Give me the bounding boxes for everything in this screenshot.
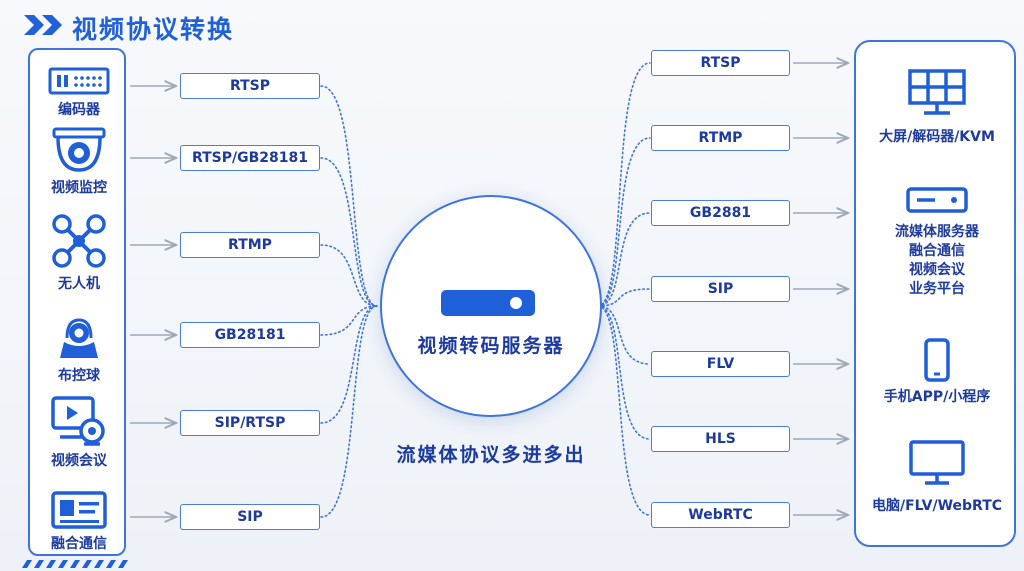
output-wire xyxy=(597,305,651,440)
source-label: 视频监控 xyxy=(51,180,107,196)
ptz-ball-camera-icon xyxy=(60,318,98,358)
input-wire xyxy=(320,85,378,307)
footer-stripes xyxy=(22,560,128,568)
output-wire xyxy=(597,137,651,307)
source-video-conference: 视频会议 xyxy=(30,395,128,470)
input-wire xyxy=(320,157,378,307)
output-wire xyxy=(597,212,651,307)
monitor-icon xyxy=(909,440,965,485)
server-indicator-icon xyxy=(510,297,522,309)
input-wire xyxy=(320,305,378,518)
video-conference-icon xyxy=(51,396,105,446)
source-label: 布控球 xyxy=(58,368,100,384)
target-devices-panel: 大屏/解码器/KVM 流媒体服务器 融合通信 视频会议 业务平台 手机APP/小… xyxy=(854,40,1016,547)
sink-video-wall: 大屏/解码器/KVM xyxy=(856,68,1018,147)
video-wall-icon xyxy=(908,69,966,115)
dome-camera-icon xyxy=(52,127,106,172)
sink-label: 流媒体服务器 xyxy=(895,224,979,240)
input-protocol-rtsp-gb28181: RTSP/GB28181 xyxy=(180,145,320,171)
output-protocol-sip: SIP xyxy=(651,276,790,302)
page-title: 视频协议转换 xyxy=(72,15,235,44)
hub-label: 视频转码服务器 xyxy=(417,335,565,357)
source-devices-panel: 编码器 视频监控 无人机 布控球 xyxy=(28,48,126,556)
sink-mobile-app: 手机APP/小程序 xyxy=(856,338,1018,407)
input-protocol-sip: SIP xyxy=(180,504,320,530)
input-wire xyxy=(320,305,378,336)
id-card-icon xyxy=(51,491,107,529)
output-wire xyxy=(597,288,651,307)
sink-label: 业务平台 xyxy=(909,281,965,297)
mobile-phone-icon xyxy=(924,338,950,382)
source-encoder: 编码器 xyxy=(30,66,128,119)
server-box-icon xyxy=(906,187,968,213)
encoder-icon xyxy=(48,67,110,95)
output-protocol-webrtc: WebRTC xyxy=(651,502,790,528)
output-protocol-flv: FLV xyxy=(651,351,790,377)
output-wire xyxy=(597,62,651,307)
output-protocol-hls: HLS xyxy=(651,426,790,452)
source-label: 融合通信 xyxy=(51,536,107,552)
input-wire xyxy=(320,305,378,424)
output-wire xyxy=(597,305,651,516)
output-wire xyxy=(597,305,651,365)
sink-label: 视频会议 xyxy=(909,262,965,278)
source-label: 编码器 xyxy=(58,102,100,118)
drone-icon xyxy=(52,214,106,268)
sink-streaming-platforms: 流媒体服务器 融合通信 视频会议 业务平台 xyxy=(856,186,1018,299)
output-protocol-gb2881: GB2881 xyxy=(651,200,790,226)
source-label: 视频会议 xyxy=(51,453,107,469)
source-drone: 无人机 xyxy=(30,212,128,293)
diagram-caption: 流媒体协议多进多出 xyxy=(396,444,586,466)
input-wire xyxy=(320,244,378,307)
sink-computer: 电脑/FLV/WebRTC xyxy=(856,439,1018,516)
source-ptz-ball: 布控球 xyxy=(30,312,128,385)
sink-label: 大屏/解码器/KVM xyxy=(879,129,995,145)
source-video-surveillance: 视频监控 xyxy=(30,126,128,197)
source-label: 无人机 xyxy=(58,276,100,292)
input-protocol-rtmp: RTMP xyxy=(180,232,320,258)
sink-label: 手机APP/小程序 xyxy=(883,389,991,405)
double-chevron-icon xyxy=(24,15,62,35)
sink-label: 电脑/FLV/WebRTC xyxy=(871,498,1003,514)
output-protocol-rtsp: RTSP xyxy=(651,50,790,76)
source-converged-communication: 融合通信 xyxy=(30,490,128,553)
input-protocol-rtsp: RTSP xyxy=(180,73,320,99)
input-protocol-sip-rtsp: SIP/RTSP xyxy=(180,410,320,436)
sink-label: 融合通信 xyxy=(909,243,965,259)
input-protocol-gb28181: GB28181 xyxy=(180,322,320,348)
output-protocol-rtmp: RTMP xyxy=(651,125,790,151)
